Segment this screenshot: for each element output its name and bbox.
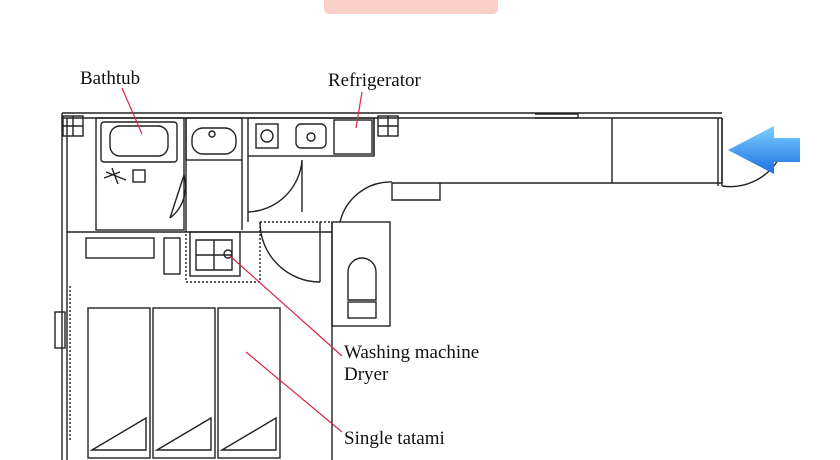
corridor-step [391, 183, 441, 201]
bath-drain [132, 169, 146, 183]
washer-inner [195, 239, 233, 271]
leader-washing-machine [229, 255, 343, 357]
label-bathtub: Bathtub [80, 68, 141, 89]
leader-bathtub [121, 87, 143, 135]
tatami-fold-2 [154, 416, 212, 451]
tatami-1 [87, 307, 151, 459]
hall-door [259, 221, 321, 283]
stove [255, 123, 279, 149]
stove-burner [260, 129, 274, 143]
refrigerator [333, 119, 373, 155]
low-counter [85, 237, 155, 259]
leader-tatami [245, 351, 343, 433]
shelf [163, 237, 181, 275]
bathtub-basin [109, 125, 169, 157]
label-washing-machine: Washing machine [344, 342, 480, 363]
toilet-bowl [347, 257, 377, 301]
corridor-wall-south [392, 118, 723, 184]
washer-drain [223, 249, 233, 259]
washroom-wall [185, 118, 243, 230]
bath-door [169, 174, 187, 219]
shower-fixture [103, 167, 127, 185]
tatami-fold-1 [89, 416, 147, 451]
toilet-tank [347, 301, 377, 319]
label-refrigerator: Refrigerator [328, 70, 421, 91]
wall-heater [54, 311, 66, 349]
label-single-tatami: Single tatami [344, 428, 445, 449]
washbasin-tap [208, 130, 216, 138]
entrance-arrow-icon [728, 126, 800, 174]
washbasin [191, 127, 237, 155]
kitchen-wall [247, 118, 375, 222]
toilet-room [331, 221, 391, 327]
bathroom-block [95, 117, 185, 231]
tatami-3 [217, 307, 281, 459]
corridor-shelf [535, 113, 579, 119]
leader-refrigerator [355, 91, 363, 129]
kitchen-sink-drain [306, 132, 316, 142]
toilet-door [339, 181, 393, 223]
kitchen-door [247, 159, 303, 213]
kitchen-sink [295, 123, 327, 149]
tatami-2 [152, 307, 216, 459]
tatami-fold-3 [219, 416, 277, 451]
washer-wall [185, 221, 330, 283]
top-banner [324, 0, 498, 14]
label-dryer: Dryer [344, 364, 389, 385]
bathtub [100, 121, 178, 163]
